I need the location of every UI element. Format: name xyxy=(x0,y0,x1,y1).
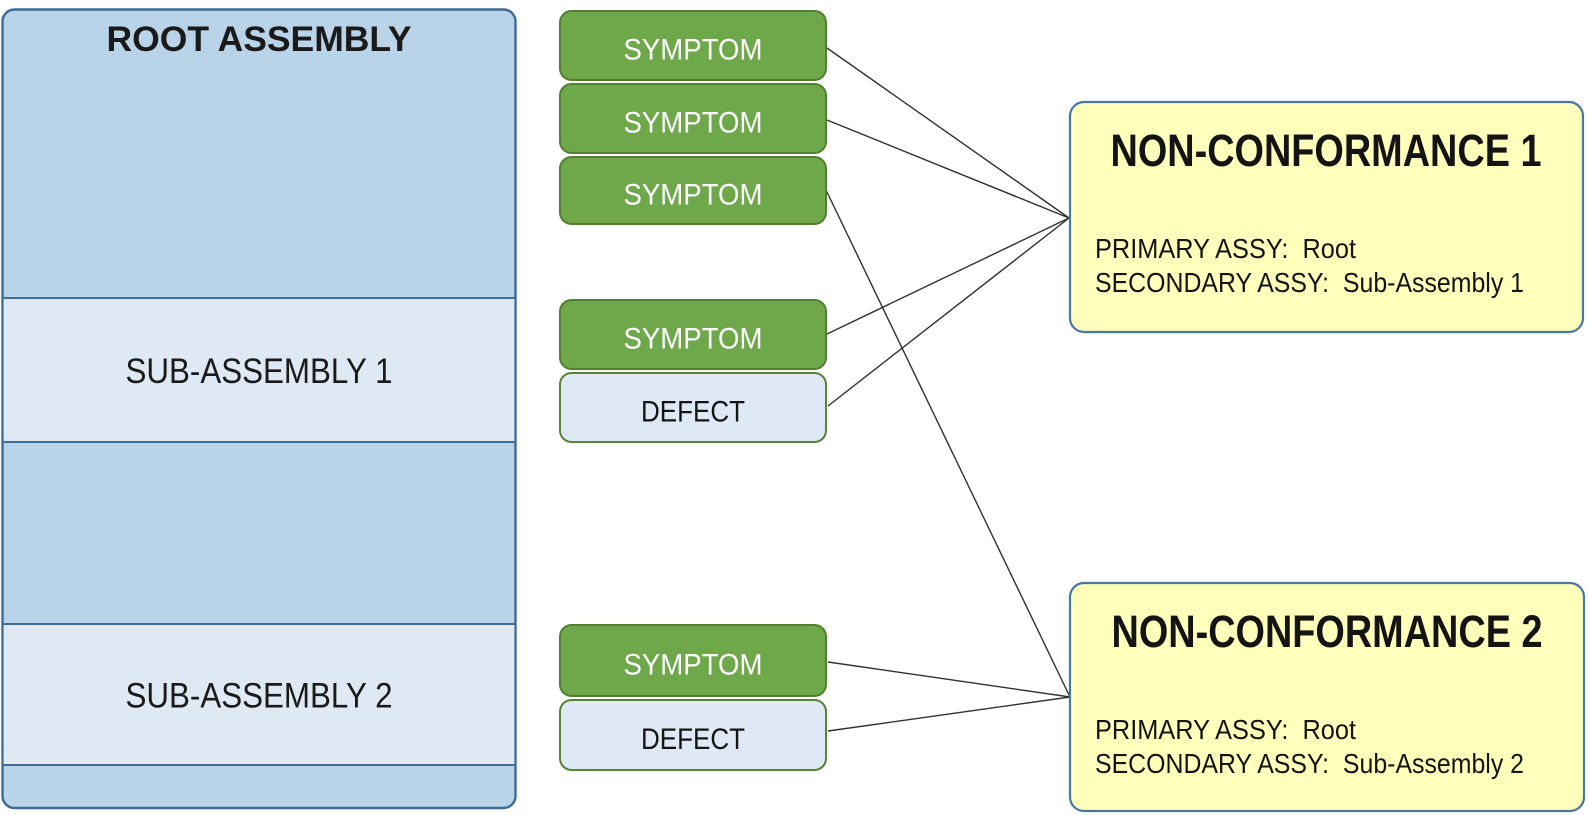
svg-text:DEFECT: DEFECT xyxy=(641,396,745,429)
svg-text:SYMPTOM: SYMPTOM xyxy=(624,34,763,67)
svg-text:SUB-ASSEMBLY 2: SUB-ASSEMBLY 2 xyxy=(126,677,393,716)
svg-text:ROOT ASSEMBLY: ROOT ASSEMBLY xyxy=(107,20,412,59)
svg-text:NON-CONFORMANCE 1: NON-CONFORMANCE 1 xyxy=(1111,125,1542,176)
svg-text:NON-CONFORMANCE 2: NON-CONFORMANCE 2 xyxy=(1112,606,1543,657)
svg-text:DEFECT: DEFECT xyxy=(641,723,745,756)
svg-text:SECONDARY ASSY: Sub-Assembly: SECONDARY ASSY: Sub-Assembly 1 xyxy=(1095,267,1524,298)
svg-text:SUB-ASSEMBLY 1: SUB-ASSEMBLY 1 xyxy=(126,352,393,391)
svg-text:SECONDARY ASSY: Sub-Assembly: SECONDARY ASSY: Sub-Assembly 2 xyxy=(1095,748,1524,779)
svg-text:PRIMARY ASSY: Root: PRIMARY ASSY: Root xyxy=(1095,714,1356,745)
svg-text:SYMPTOM: SYMPTOM xyxy=(624,649,763,682)
svg-text:SYMPTOM: SYMPTOM xyxy=(624,323,763,356)
svg-text:PRIMARY ASSY: Root: PRIMARY ASSY: Root xyxy=(1095,233,1356,264)
svg-text:SYMPTOM: SYMPTOM xyxy=(624,107,763,140)
svg-text:SYMPTOM: SYMPTOM xyxy=(624,179,763,212)
